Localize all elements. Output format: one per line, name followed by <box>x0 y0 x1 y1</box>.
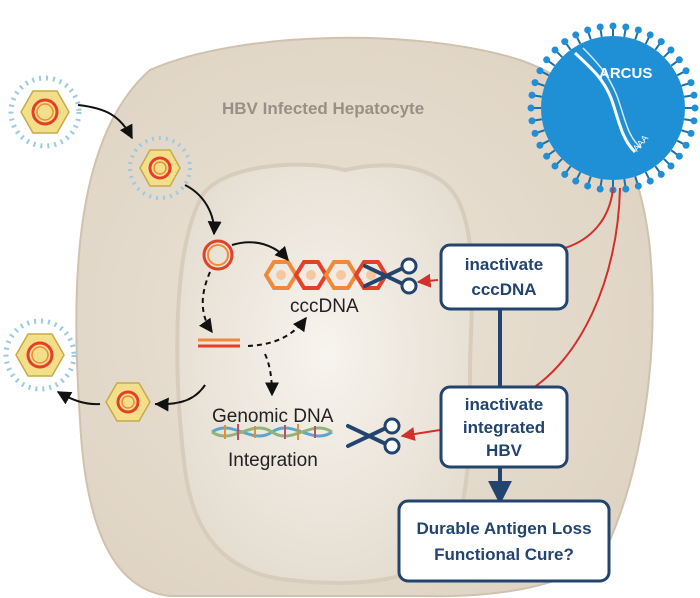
lipid-head <box>527 104 535 112</box>
linear-dna-icon <box>198 338 240 348</box>
lipid-head <box>531 79 539 87</box>
box-line: integrated <box>463 418 545 437</box>
lipid-head <box>634 26 642 34</box>
scissors-icon[interactable] <box>363 257 418 295</box>
cell-title: HBV Infected Hepatocyte <box>222 99 424 118</box>
lipid-head <box>646 31 654 39</box>
inactivate-cccdna-box: inactivate cccDNA <box>439 243 569 311</box>
lipid-head <box>536 67 544 75</box>
lipid-head <box>551 46 559 54</box>
lipid-head <box>690 117 698 125</box>
lipid-head <box>646 177 654 185</box>
inactivate-integrated-box: inactivate integrated HBV <box>439 385 569 469</box>
lipid-head <box>536 141 544 149</box>
lipid-head <box>667 162 675 170</box>
arcus-label: ARCUS <box>599 65 652 82</box>
lipid-head <box>531 129 539 137</box>
box-line: inactivate <box>465 395 543 414</box>
integration-label: Integration <box>228 450 318 471</box>
capsid-icon <box>105 382 151 422</box>
lipid-head <box>634 182 642 190</box>
lipid-head <box>622 23 630 31</box>
arcus-delivery-lines <box>400 187 621 441</box>
genomic-dna-label: Genomic DNA <box>212 406 334 427</box>
lipid-head <box>657 170 665 178</box>
lipid-head <box>682 141 690 149</box>
virion-icon <box>128 136 192 200</box>
box-line: Durable Antigen Loss <box>416 519 591 538</box>
lipid-head <box>687 129 695 137</box>
lipid-head <box>584 182 592 190</box>
virion-icon <box>3 318 77 392</box>
lipid-head <box>687 79 695 87</box>
lipid-head <box>667 46 675 54</box>
lipid-head <box>528 91 536 99</box>
lipid-head <box>528 117 536 125</box>
lipid-head <box>596 23 604 31</box>
lipid-head <box>675 152 683 160</box>
arcus-nanoparticle-icon: ARCUS AAA <box>527 22 699 194</box>
lipid-head <box>584 26 592 34</box>
cccdna-chain-icon <box>263 260 389 290</box>
outcome-box: Durable Antigen Loss Functional Cure? <box>397 499 611 583</box>
box-line: inactivate <box>465 255 543 274</box>
lipid-head <box>682 67 690 75</box>
lipid-head <box>572 31 580 39</box>
lipid-head <box>543 56 551 64</box>
pathway-arrows <box>56 104 307 412</box>
lipid-head <box>561 170 569 178</box>
lipid-head <box>622 185 630 193</box>
dna-helix-icon <box>211 424 333 440</box>
lipid-head <box>691 104 699 112</box>
lipid-head <box>657 38 665 46</box>
rcdna-icon <box>202 239 234 271</box>
lipid-head <box>572 177 580 185</box>
virion-icon <box>8 75 82 149</box>
lipid-head <box>561 38 569 46</box>
lipid-head <box>609 22 617 30</box>
cccdna-label: cccDNA <box>290 296 359 317</box>
lipid-head <box>543 152 551 160</box>
scissors-icon[interactable] <box>346 417 401 455</box>
lipid-head <box>596 185 604 193</box>
lipid-head <box>675 56 683 64</box>
lipid-head <box>551 162 559 170</box>
box-line: Functional Cure? <box>434 545 574 564</box>
box-line: cccDNA <box>471 280 536 299</box>
box-line: HBV <box>486 441 523 460</box>
lipid-head <box>690 91 698 99</box>
lipid-shell <box>527 22 699 194</box>
